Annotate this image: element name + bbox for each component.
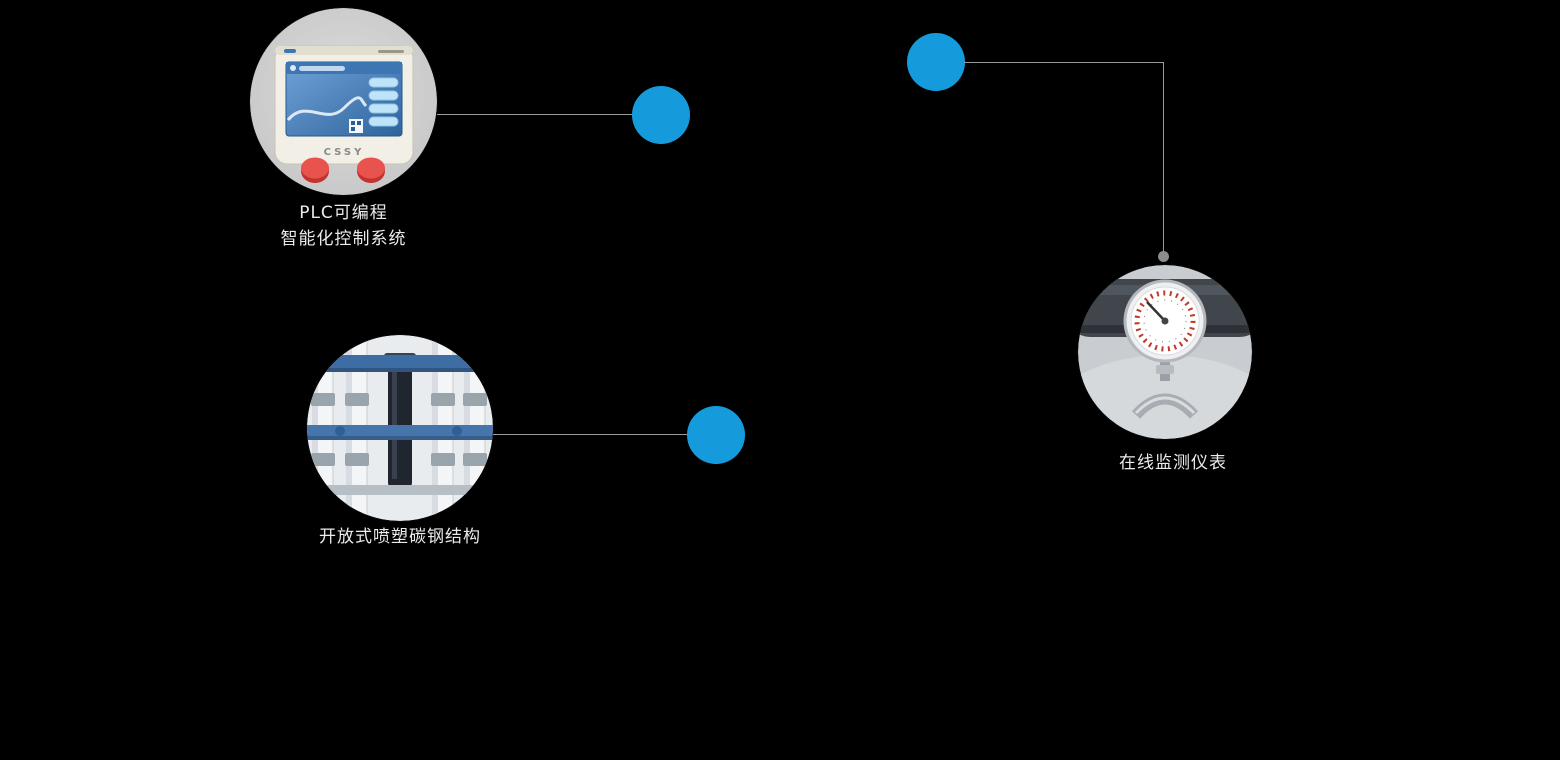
gauge-stem: [1156, 357, 1174, 381]
screen-menu-button: [368, 90, 399, 101]
frame-photo-circle: [307, 335, 493, 521]
device-red-button-left: [301, 157, 329, 183]
plc-photo-circle: CSSY: [250, 8, 437, 195]
plc-callout-dot: [632, 86, 690, 144]
curved-pipe-fitting: [1131, 393, 1199, 419]
screen-qr-code: [349, 119, 363, 133]
plc-screen: [285, 61, 403, 137]
carbon-steel-frame-photo: [307, 335, 493, 521]
gauge-needle: [1146, 301, 1166, 322]
frame-connector-line: [493, 434, 688, 435]
plc-label-line1: PLC可编程: [299, 203, 388, 223]
frame-feature-label: 开放式喷塑碳钢结构: [270, 524, 530, 550]
gauge-connector-end-dot: [1158, 251, 1169, 262]
screen-menu-button: [368, 77, 399, 88]
plc-brand-text: CSSY: [324, 147, 365, 158]
plc-label-line2: 智能化控制系统: [280, 229, 407, 249]
gauge-face: [1123, 279, 1207, 363]
plc-device: CSSY: [274, 45, 414, 183]
gauge-connector-line-vertical: [1163, 62, 1164, 252]
plc-feature-label: PLC可编程 智能化控制系统: [233, 200, 454, 252]
gauge-callout-dot: [907, 33, 965, 91]
screen-menu-button: [368, 116, 399, 127]
device-logo-mark: [284, 49, 296, 53]
gauge-connector-line-horizontal: [964, 62, 1164, 63]
gauge-label-line1: 在线监测仪表: [1119, 453, 1227, 473]
pressure-gauge-photo: [1078, 265, 1252, 439]
gauge-photo-circle: [1078, 265, 1252, 439]
plc-connector-line: [437, 114, 633, 115]
tank-surface: [1078, 355, 1252, 439]
screen-menu-button: [368, 103, 399, 114]
frame-callout-dot: [687, 406, 745, 464]
device-red-button-right: [357, 157, 385, 183]
central-pump: [384, 353, 416, 487]
lower-pipe: [307, 485, 493, 495]
screen-wave-graphic: [286, 96, 368, 122]
plc-touchscreen-photo: CSSY: [250, 8, 437, 195]
gauge-feature-label: 在线监测仪表: [1055, 450, 1291, 476]
frame-label-line1: 开放式喷塑碳钢结构: [319, 527, 481, 547]
blue-steel-beams: [307, 355, 493, 440]
gauge-red-ticks: [1134, 290, 1196, 352]
